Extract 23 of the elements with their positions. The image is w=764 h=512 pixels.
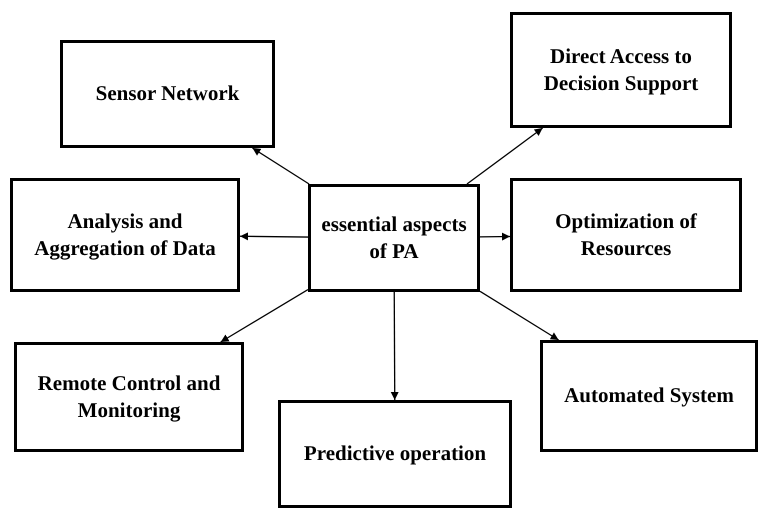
text-box bbox=[510, 178, 742, 292]
text-box bbox=[14, 342, 244, 452]
arrow bbox=[390, 292, 399, 400]
arrow bbox=[480, 232, 510, 241]
box-label: Sensor Network bbox=[96, 80, 240, 108]
box-label: Automated System bbox=[564, 382, 734, 410]
box-label: Analysis and Aggregation of Data bbox=[33, 208, 217, 262]
arrow bbox=[480, 290, 559, 341]
text-box bbox=[60, 40, 275, 148]
box-label: Predictive operation bbox=[304, 440, 486, 468]
text-box bbox=[278, 400, 512, 508]
arrow bbox=[252, 147, 310, 185]
box-label: essential aspects of PA bbox=[320, 210, 468, 265]
arrow bbox=[466, 127, 544, 185]
arrow bbox=[240, 232, 308, 240]
box-label: Direct Access to Decision Support bbox=[542, 42, 700, 97]
box-label: Optimization of Resources bbox=[554, 208, 698, 262]
box-label: Remote Control and Monitoring bbox=[36, 370, 222, 424]
text-box bbox=[510, 12, 732, 128]
text-box bbox=[10, 178, 240, 292]
text-box bbox=[540, 340, 758, 452]
text-box bbox=[308, 184, 480, 292]
arrow bbox=[220, 289, 308, 343]
